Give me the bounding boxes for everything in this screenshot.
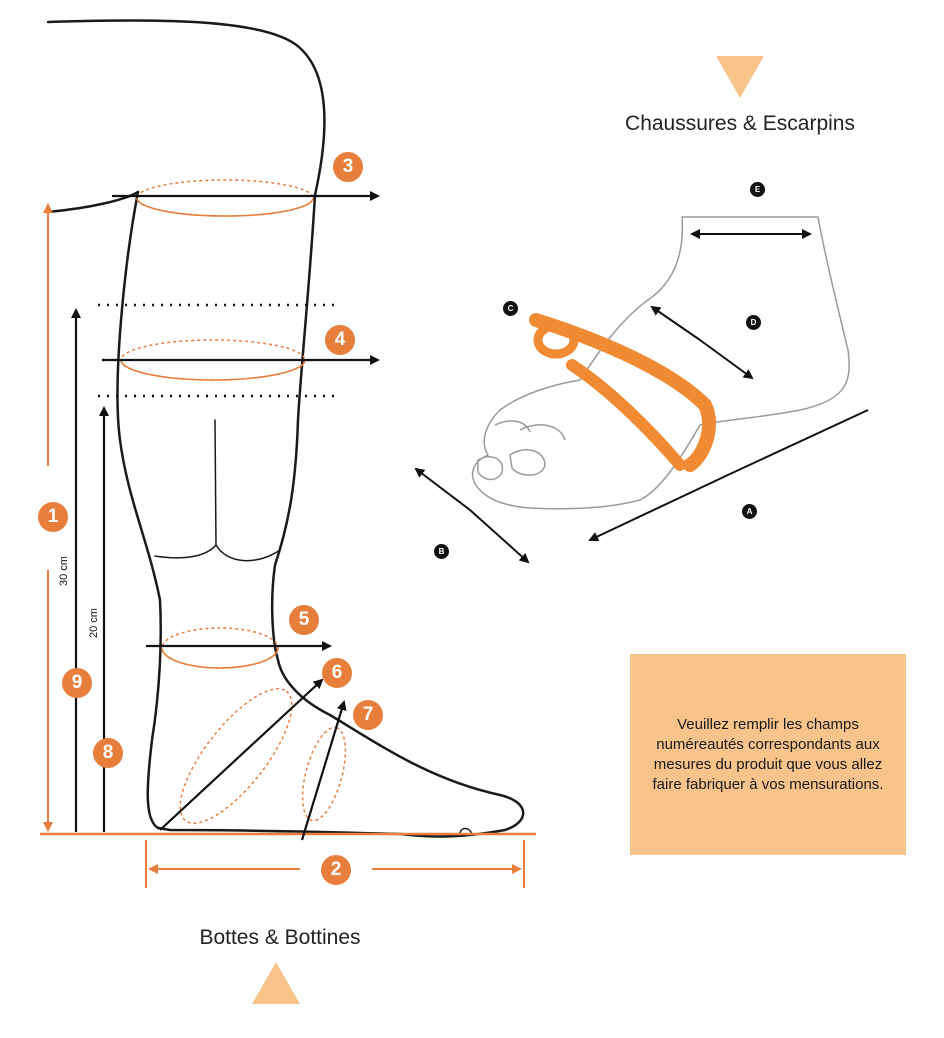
info-box: Veuillez remplir les champs numéreautés … [630, 654, 906, 855]
height-20-label: 20 cm [88, 608, 100, 638]
marker-b: B [434, 544, 449, 559]
info-text: Veuillez remplir les champs numéreautés … [652, 715, 884, 793]
measurement-arrows [71, 191, 380, 841]
marker-3: 3 [333, 152, 363, 182]
marker-c: C [503, 301, 518, 316]
foot-outline [471, 216, 850, 510]
marker-9: 9 [62, 668, 92, 698]
marker-e: E [750, 182, 765, 197]
marker-7: 7 [353, 700, 383, 730]
marker-d: D [746, 315, 761, 330]
up-arrow-icon [252, 962, 300, 1004]
marker-4: 4 [325, 325, 355, 355]
shoe-arrows [414, 229, 869, 564]
boots-title: Bottes & Bottines [199, 926, 361, 949]
marker-2: 2 [321, 855, 351, 885]
marker-5: 5 [289, 605, 319, 635]
circumference-guides [120, 179, 347, 824]
marker-a: A [742, 504, 757, 519]
shoes-title: Chaussures & Escarpins [625, 112, 855, 135]
marker-1: 1 [38, 502, 68, 532]
shoe-strap [529, 313, 716, 472]
marker-8: 8 [93, 738, 123, 768]
marker-6: 6 [322, 658, 352, 688]
orange-dimension-arrows [43, 203, 525, 888]
down-arrow-icon [716, 56, 764, 98]
height-30-label: 30 cm [58, 556, 70, 586]
